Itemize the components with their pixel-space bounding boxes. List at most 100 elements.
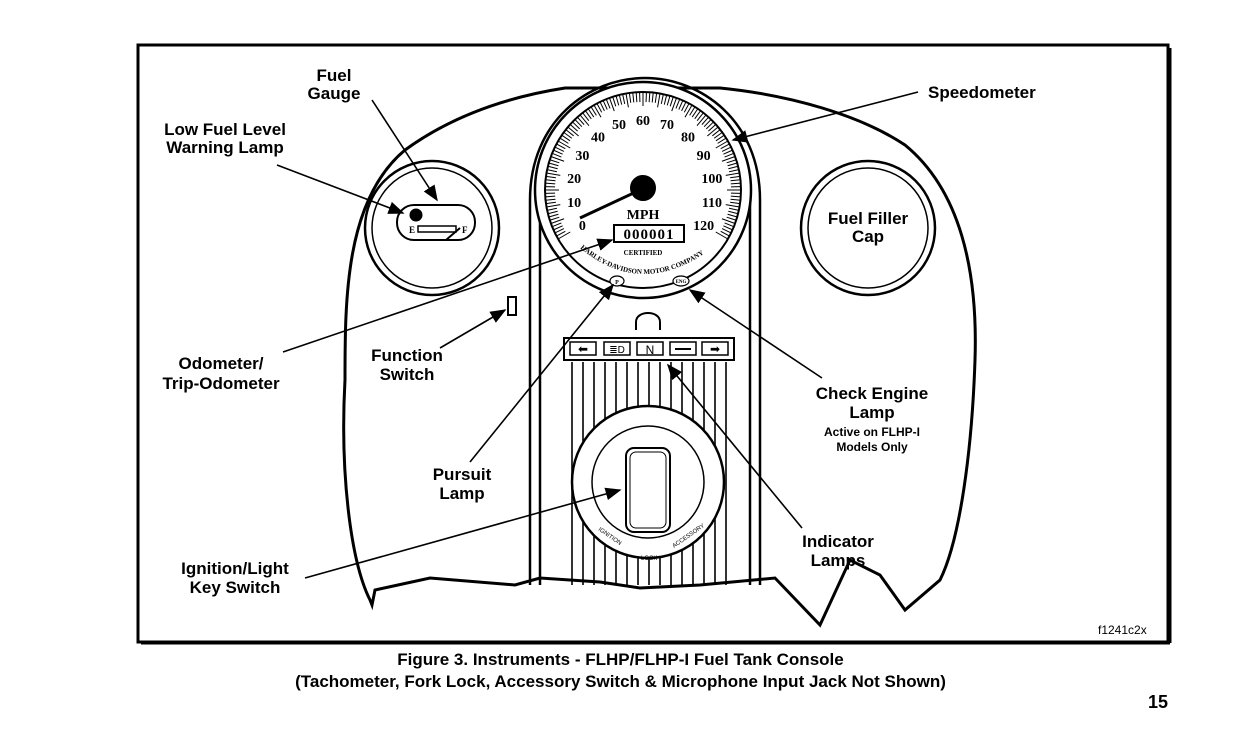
speed-tick (712, 129, 721, 137)
speed-tick (717, 137, 727, 144)
function-switch (507, 296, 517, 316)
svg-text:Key Switch: Key Switch (190, 578, 281, 597)
speed-tick (545, 175, 556, 179)
speed-tick (602, 100, 608, 110)
speed-tick (550, 156, 565, 162)
speed-tick (545, 182, 556, 185)
speed-tick (724, 222, 735, 228)
speed-tick (547, 210, 558, 215)
speed-tick (730, 175, 741, 179)
speed-tick (696, 112, 704, 121)
speed-tick (675, 98, 681, 109)
svg-text:Models Only: Models Only (836, 440, 908, 454)
speed-tick (669, 96, 674, 107)
label-odometer: Odometer/ (178, 354, 263, 373)
svg-text:Gauge: Gauge (308, 84, 361, 103)
speed-tick (689, 106, 696, 116)
speed-tick (726, 216, 737, 221)
svg-text:Warning Lamp: Warning Lamp (166, 138, 283, 157)
low-fuel-lamp (409, 208, 423, 222)
speed-tick (721, 218, 736, 224)
speed-tick (730, 198, 741, 201)
speed-tick (605, 98, 611, 109)
speed-scale-label: 20 (567, 172, 581, 187)
speed-tick (551, 222, 562, 228)
speed-tick (625, 93, 629, 108)
speed-tick (545, 198, 556, 201)
pursuit-lamp (609, 275, 625, 287)
speed-tick (584, 110, 592, 120)
speed-tick (556, 230, 566, 237)
speed-tick (549, 159, 560, 164)
svg-text:Trip-Odometer: Trip-Odometer (162, 374, 280, 393)
speed-scale-label: 70 (660, 118, 674, 133)
speed-scale-label: 10 (567, 196, 581, 211)
speed-tick (548, 162, 559, 167)
speed-scale-label: 110 (702, 196, 722, 211)
speed-tick (730, 179, 741, 182)
speed-tick (546, 172, 561, 176)
speed-tick (715, 231, 729, 240)
caption-subtitle: (Tachometer, Fork Lock, Accessory Switch… (295, 672, 946, 691)
speed-tick (657, 93, 661, 108)
speed-tick (696, 114, 707, 126)
svg-text:Lamp: Lamp (849, 403, 894, 422)
speed-tick (557, 231, 571, 240)
svg-text:Lamps: Lamps (811, 551, 866, 570)
mph-label: MPH (627, 208, 660, 223)
speed-tick (572, 121, 581, 130)
svg-text:LOCK: LOCK (641, 556, 657, 562)
svg-text:F: F (462, 225, 468, 235)
speed-tick (691, 108, 699, 118)
speed-tick (551, 152, 562, 158)
svg-text:Cap: Cap (852, 227, 884, 246)
speed-tick (582, 112, 590, 121)
speed-tick (721, 146, 732, 152)
fuel-filler-cap: Fuel Filler Cap (799, 159, 937, 297)
speed-tick (660, 94, 664, 105)
speed-tick (725, 172, 740, 176)
speed-tick (683, 103, 690, 113)
speed-tick (553, 149, 563, 155)
console-outline (342, 86, 977, 628)
odometer-reading: 000001 (624, 227, 675, 243)
speed-tick (547, 165, 558, 170)
speed-scale-label: 90 (697, 149, 711, 164)
speed-tick (547, 169, 558, 173)
speed-tick (715, 140, 729, 149)
speed-tick (727, 213, 738, 218)
label-fuel-gauge: Fuel (317, 66, 352, 85)
speed-tick (694, 110, 702, 120)
label-low-fuel: Low Fuel Level (164, 120, 286, 139)
speed-tick (628, 92, 632, 103)
speed-tick (730, 201, 741, 205)
check-engine-note: Active on FLHP-I (824, 425, 920, 439)
speed-tick (684, 104, 693, 118)
speed-tick (720, 143, 730, 150)
speed-tick (554, 146, 565, 152)
certified-text: CERTIFIED (624, 249, 663, 257)
speed-tick (549, 216, 560, 221)
speed-tick (723, 225, 733, 231)
speed-tick (723, 149, 733, 155)
speed-scale-label: 50 (612, 118, 626, 133)
speed-tick (593, 104, 602, 118)
right-turn-icon: ➡ (710, 342, 720, 356)
speed-tick (632, 92, 635, 103)
speed-tick (596, 103, 603, 113)
speed-tick (563, 131, 573, 139)
leader-lines (276, 91, 919, 579)
label-indicator-lamps: Indicator (802, 532, 874, 551)
speed-tick (713, 131, 723, 139)
speed-tick (556, 143, 566, 150)
label-function-switch: Function (371, 346, 443, 365)
neutral-indicator: N (646, 343, 655, 357)
speed-tick (618, 94, 623, 105)
speed-tick (727, 162, 738, 167)
label-pursuit-lamp: Pursuit (433, 465, 492, 484)
odometer-display (613, 224, 685, 243)
speed-tick (721, 156, 736, 162)
speed-tick (730, 182, 741, 185)
